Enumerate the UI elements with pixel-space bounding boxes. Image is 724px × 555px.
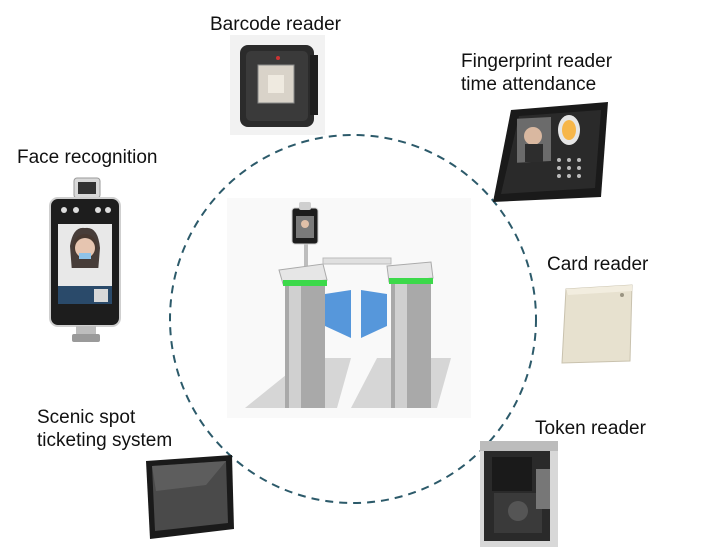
face-recognition-image xyxy=(49,177,121,342)
turnstile-gate-image xyxy=(227,198,471,418)
fingerprint-reader-image xyxy=(493,102,608,202)
card-reader-label: Card reader xyxy=(547,254,649,275)
fingerprint-reader-label: Fingerprint reader time attendance xyxy=(461,51,613,95)
barcode-reader-label: Barcode reader xyxy=(210,14,341,35)
barcode-reader-image xyxy=(230,35,325,135)
card-reader-image xyxy=(561,284,633,364)
scenic-spot-label: Scenic spot ticketing system xyxy=(37,407,173,451)
ticketing-monitor-image xyxy=(146,455,234,539)
face-recognition-label: Face recognition xyxy=(17,147,158,168)
token-reader-label: Token reader xyxy=(535,418,646,439)
token-reader-image xyxy=(480,441,558,547)
